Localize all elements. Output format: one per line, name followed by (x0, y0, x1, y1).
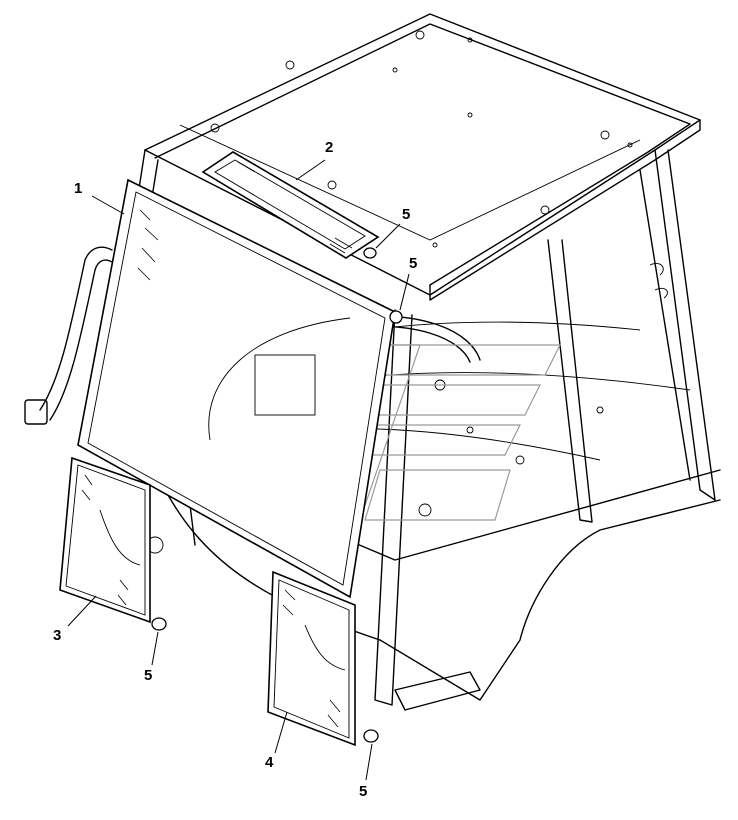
cap-near-roof-window (363, 247, 377, 259)
part-roof-window (201, 151, 380, 259)
cab-roof (144, 13, 701, 301)
callout-1: 1 (74, 180, 83, 197)
part-lower-panel-left (59, 456, 151, 624)
part-lower-panel-right (267, 570, 356, 747)
callout-2: 2 (325, 139, 334, 156)
callout-5-left: 5 (144, 667, 153, 684)
cap-near-front-pillar (389, 310, 403, 324)
callout-3: 3 (53, 627, 62, 644)
callout-5-pillar: 5 (409, 255, 418, 272)
cap-near-right-panel (363, 729, 379, 743)
leader-lines (67, 159, 410, 781)
callout-4: 4 (265, 754, 274, 771)
part-windscreen (77, 178, 396, 599)
cap-near-left-panel (151, 617, 167, 631)
callout-5-roof: 5 (402, 206, 411, 223)
part-caps (151, 247, 403, 743)
callout-5-right: 5 (359, 783, 368, 800)
